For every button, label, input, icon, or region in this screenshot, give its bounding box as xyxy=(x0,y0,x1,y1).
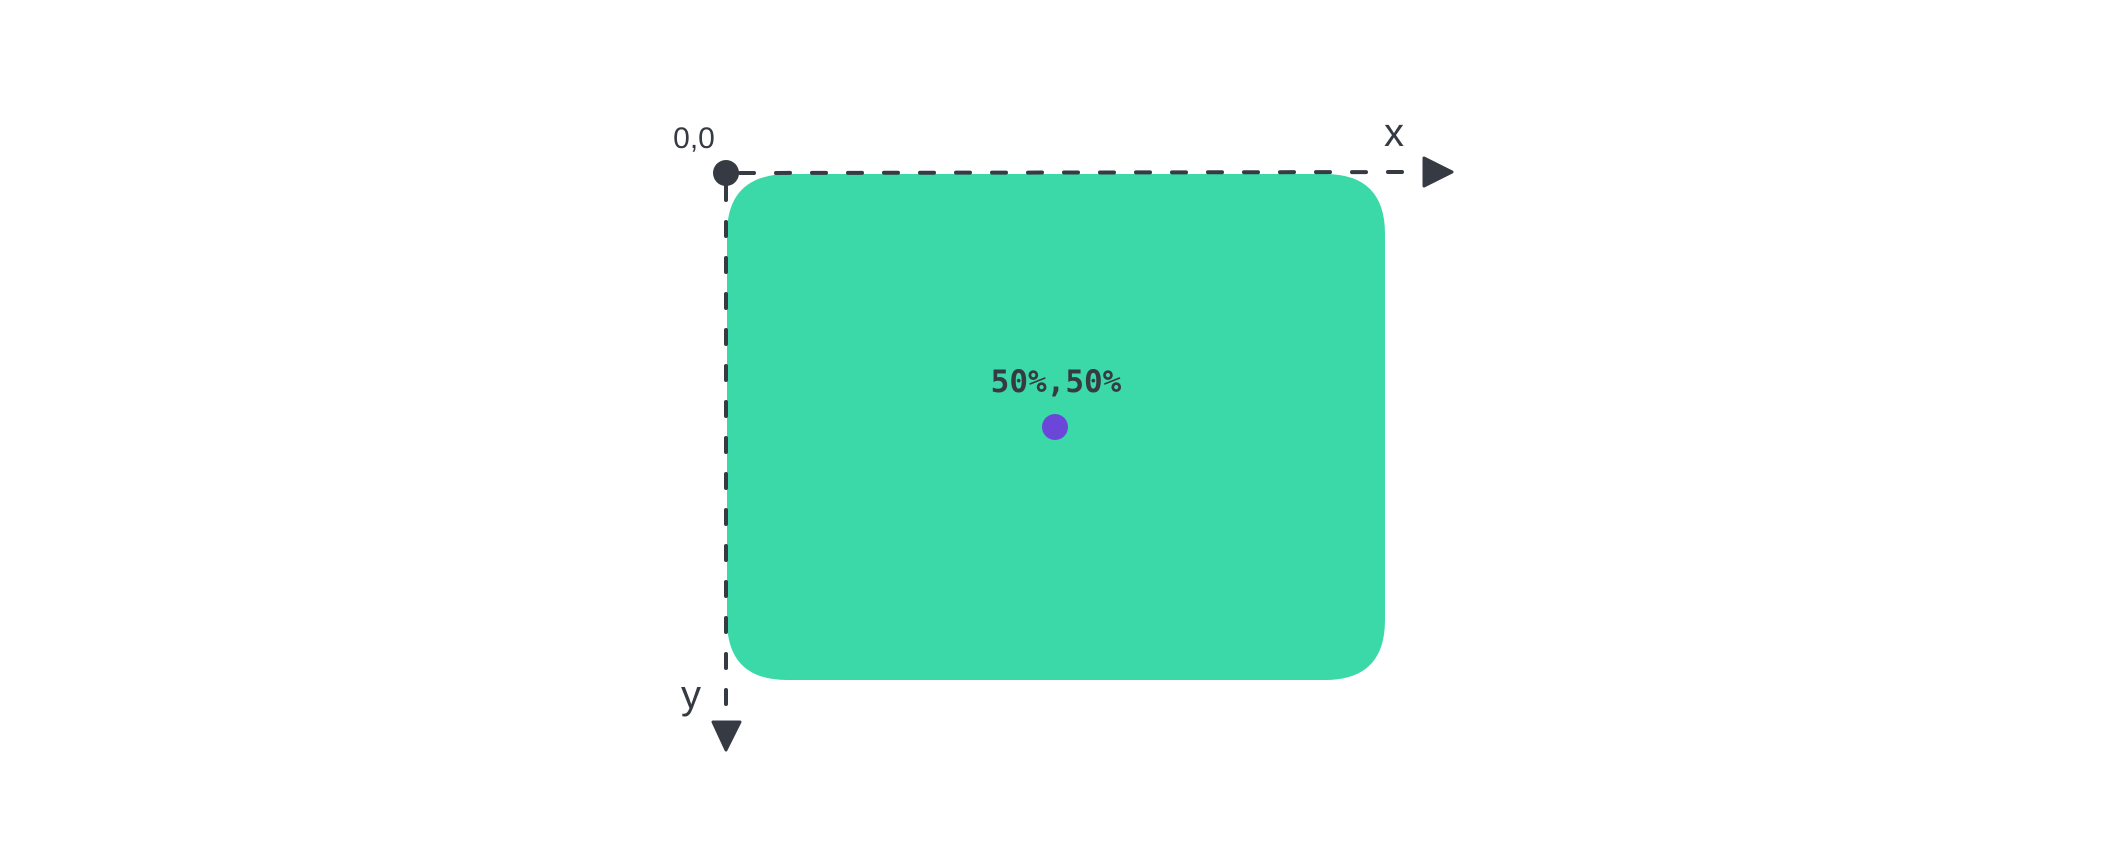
x-axis-arrow-icon xyxy=(1422,156,1454,188)
y-axis-arrow-icon xyxy=(711,720,742,752)
center-label: 50%,50% xyxy=(991,364,1122,400)
origin-dot xyxy=(713,160,739,186)
x-axis-line xyxy=(738,170,1414,175)
origin-label: 0,0 xyxy=(673,122,715,155)
y-axis-label: y xyxy=(681,673,701,717)
x-axis-label: x xyxy=(1384,111,1404,155)
center-dot xyxy=(1042,414,1068,440)
